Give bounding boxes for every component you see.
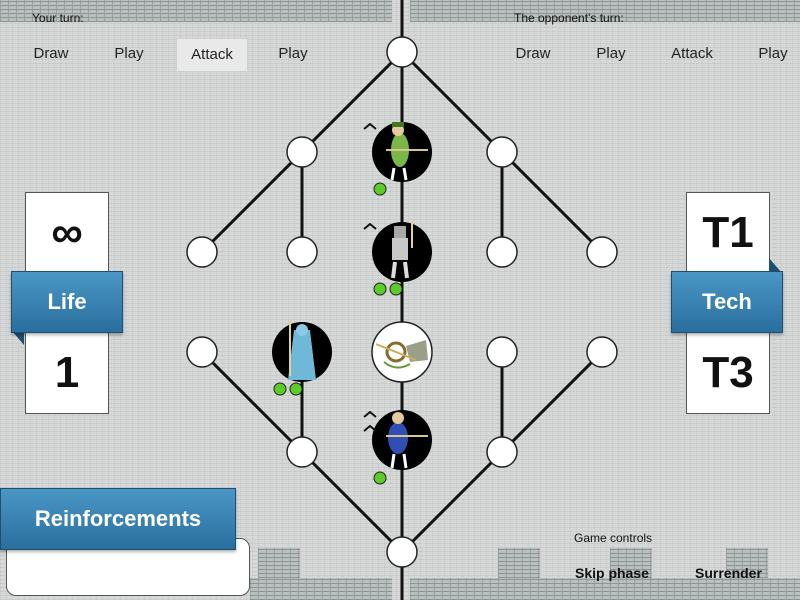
blue-archer-unit[interactable] (372, 410, 432, 470)
board-node[interactable] (586, 336, 618, 368)
opponent-phase-play-2: Play (758, 45, 788, 62)
board-node[interactable] (286, 236, 318, 268)
board-node[interactable] (286, 436, 318, 468)
opponent-phase-attack: Attack (671, 45, 713, 62)
tech-top-value: T1 (702, 208, 754, 257)
life-top-card: ∞ (25, 192, 109, 274)
green-dot-icon (373, 182, 387, 196)
tower-right1 (610, 548, 652, 578)
tower-right2 (726, 548, 768, 578)
wall-bottom-left (250, 578, 392, 600)
ribbon-fold (12, 331, 24, 345)
opponent-phase-play: Play (596, 45, 626, 62)
player-phase-play[interactable]: Play (114, 45, 144, 62)
board-node[interactable] (486, 236, 518, 268)
player-phase-play-2[interactable]: Play (278, 45, 308, 62)
armored-knight-unit[interactable] (372, 220, 432, 282)
life-ribbon: Life (11, 271, 123, 333)
board-node[interactable] (486, 336, 518, 368)
player-turn-label: Your turn: (32, 11, 84, 25)
tech-top-card: T1 (686, 192, 770, 274)
chevron-icon (363, 410, 377, 432)
player-phase-attack[interactable]: Attack (176, 38, 248, 72)
surrender-button[interactable]: Surrender (695, 565, 762, 581)
green-dot-icon (373, 282, 387, 296)
opponent-phase-draw: Draw (515, 45, 551, 62)
player-phase-draw[interactable]: Draw (33, 45, 69, 62)
wall-bottom-right (410, 578, 800, 600)
opponent-turn-label: The opponent's turn: (514, 11, 624, 25)
ballista-unit[interactable] (371, 321, 433, 383)
reinforcements-label: Reinforcements (34, 506, 202, 531)
board-node[interactable] (386, 536, 418, 568)
chevron-icon (363, 222, 377, 230)
tech-label: Tech (702, 289, 752, 314)
green-dot-icon (289, 382, 303, 396)
board-node[interactable] (186, 236, 218, 268)
wall-top-left (0, 0, 392, 22)
board-node[interactable] (186, 336, 218, 368)
tower-mid (498, 548, 540, 578)
board-node[interactable] (586, 236, 618, 268)
board-node[interactable] (286, 136, 318, 168)
wall-top-right (410, 0, 800, 22)
board-node[interactable] (486, 136, 518, 168)
tech-bottom-card: T3 (686, 332, 770, 414)
life-bottom-card: 1 (25, 332, 109, 414)
green-dot-icon (373, 471, 387, 485)
life-label: Life (47, 289, 87, 314)
game-controls-title: Game controls (574, 531, 653, 545)
green-dot-icon (389, 282, 403, 296)
chevron-icon (363, 122, 377, 130)
board-node[interactable] (386, 36, 418, 68)
skip-phase-button[interactable]: Skip phase (575, 565, 649, 581)
life-bottom-value: 1 (54, 348, 80, 397)
blue-mage-unit[interactable] (272, 320, 332, 382)
board-node[interactable] (486, 436, 518, 468)
green-archer-unit[interactable] (372, 122, 432, 182)
reinforcements-ribbon[interactable]: Reinforcements (0, 488, 236, 550)
tech-bottom-value: T3 (702, 348, 754, 397)
ribbon-fold (769, 258, 781, 272)
green-dot-icon (273, 382, 287, 396)
tower-left (258, 548, 300, 578)
tech-ribbon: Tech (671, 271, 783, 333)
life-top-value: ∞ (51, 208, 83, 257)
